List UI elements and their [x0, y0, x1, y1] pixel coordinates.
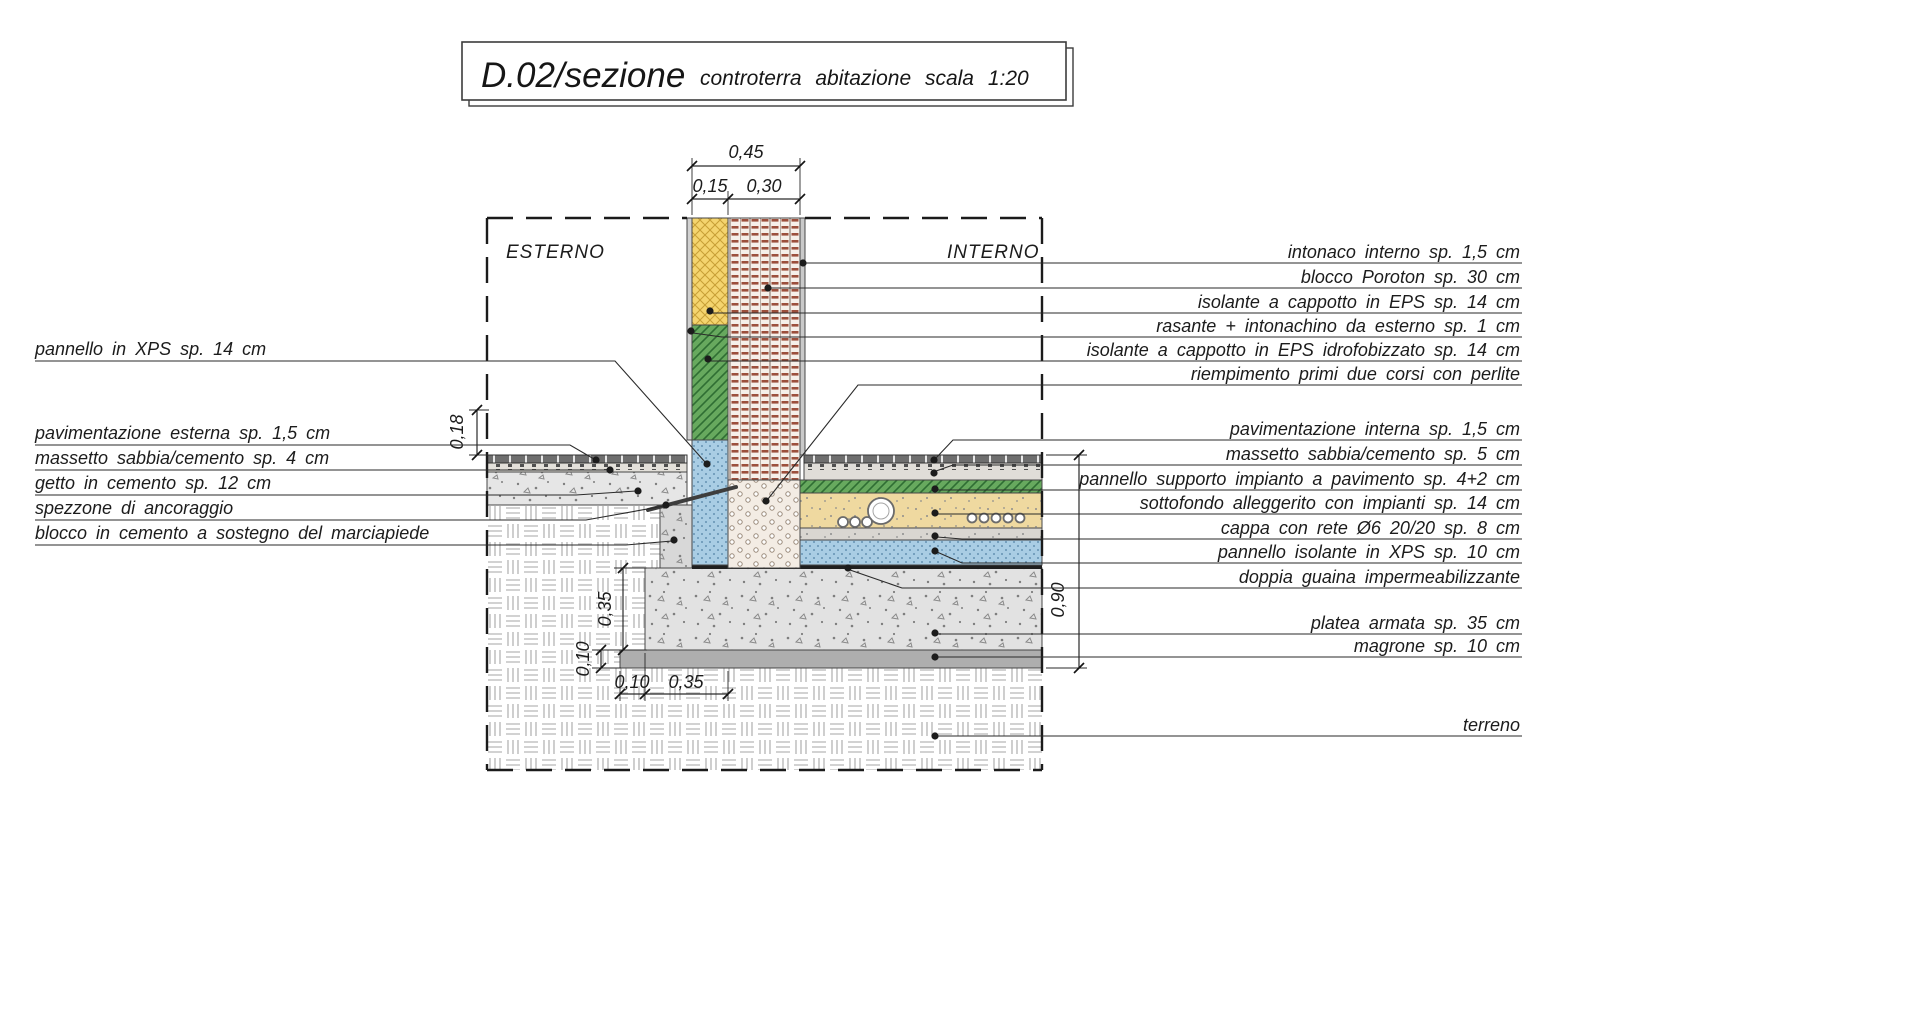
wall-assembly: [646, 217, 806, 569]
callout-isolante-eps: isolante a cappotto in EPS sp. 14 cm: [706, 292, 1522, 315]
drawing-code: D.02/sezione: [481, 56, 685, 95]
callout-getto-cemento: getto in cemento sp. 12 cm: [35, 473, 642, 496]
callout-intonaco-interno: intonaco interno sp. 1,5 cm: [799, 242, 1522, 267]
callout-label: blocco in cemento a sostegno del marciap…: [35, 523, 429, 543]
exterior-floor: [486, 454, 688, 506]
zone-exterior-label: ESTERNO: [506, 242, 605, 263]
exterior-adhesive-dabs: [487, 464, 687, 470]
callout-label: pannello isolante in XPS sp. 10 cm: [1217, 542, 1520, 562]
sidewalk-support-block-stipple: [660, 505, 692, 568]
exterior-paving-layer: [486, 454, 688, 464]
callout-cappa-rete: cappa con rete Ø6 20/20 sp. 8 cm: [931, 518, 1522, 540]
callout-label: magrone sp. 10 cm: [1354, 636, 1520, 656]
dim-poroton-width: 0,30: [746, 176, 781, 196]
callout-label: terreno: [1463, 715, 1520, 735]
callout-label: massetto sabbia/cemento sp. 4 cm: [35, 448, 329, 468]
small-pipe: [849, 516, 861, 528]
callout-isolante-idrofobizzato: isolante a cappotto in EPS idrofobizzato…: [704, 340, 1522, 363]
callout-label: isolante a cappotto in EPS idrofobizzato…: [1087, 340, 1520, 360]
platea-stipple: [645, 568, 1042, 650]
callout-label: sottofondo alleggerito con impianti sp. …: [1140, 493, 1520, 513]
small-pipe: [1002, 512, 1014, 524]
dim-foundation-depth: 0,90: [1048, 582, 1068, 617]
dim-eps-width: 0,15: [692, 176, 728, 196]
callout-massetto-esterno: massetto sabbia/cemento sp. 4 cm: [35, 448, 614, 474]
dim-exterior-step: 0,18: [447, 414, 467, 449]
callout-label: blocco Poroton sp. 30 cm: [1301, 267, 1520, 287]
callout-rasante-intonachino: rasante + intonachino da esterno sp. 1 c…: [687, 316, 1522, 338]
title-box: [461, 41, 1067, 101]
callout-spezzone-ancoraggio: spezzone di ancoraggio: [35, 498, 670, 521]
dimensions: 0,45 0,15 0,30 0,18 0,35 0,10 0,10 0,35 …: [447, 142, 1087, 701]
callout-pannello-supporto: pannello supporto impianto a pavimento s…: [931, 469, 1522, 493]
magrone-layer: [619, 649, 1043, 669]
dim-wall-total-width: 0,45: [728, 142, 764, 162]
small-pipe: [861, 516, 873, 528]
callout-label: rasante + intonachino da esterno sp. 1 c…: [1156, 316, 1520, 336]
callout-label: pannello supporto impianto a pavimento s…: [1078, 469, 1520, 489]
callout-label: pavimentazione interna sp. 1,5 cm: [1229, 419, 1520, 439]
interior-paving-layer: [803, 454, 1043, 464]
eps-hydrophobic-layer: [691, 324, 729, 441]
callout-pavimentazione-interna: pavimentazione interna sp. 1,5 cm: [930, 419, 1522, 464]
poroton-block-wall: [727, 217, 801, 481]
callout-terreno: terreno: [931, 715, 1522, 740]
dim-magrone-thickness: 0,10: [573, 641, 593, 676]
waterproof-membrane: [692, 565, 1042, 569]
callout-label: cappa con rete Ø6 20/20 sp. 8 cm: [1221, 518, 1520, 538]
callout-label: getto in cemento sp. 12 cm: [35, 473, 271, 493]
interior-adhesive-dabs: [804, 464, 1042, 470]
callout-magrone: magrone sp. 10 cm: [931, 636, 1522, 661]
small-pipe: [978, 512, 990, 524]
foundation: [619, 504, 1043, 669]
callout-blocco-cemento: blocco in cemento a sostegno del marciap…: [35, 523, 678, 546]
section-boundary: [485, 216, 1044, 772]
callout-label: isolante a cappotto in EPS sp. 14 cm: [1198, 292, 1520, 312]
cappa-speckle: [800, 528, 1042, 540]
callout-sottofondo-alleggerito: sottofondo alleggerito con impianti sp. …: [931, 493, 1522, 517]
dim-magrone-ledge: 0,10: [614, 672, 649, 692]
small-pipe: [990, 512, 1002, 524]
callout-label: pannello in XPS sp. 14 cm: [34, 339, 266, 359]
callout-doppia-guaina: doppia guaina impermeabilizzante: [844, 564, 1522, 589]
callout-label: massetto sabbia/cemento sp. 5 cm: [1226, 444, 1520, 464]
perlite-filled-courses: [727, 479, 801, 569]
dim-platea-ledge: 0,35: [668, 672, 704, 692]
underfloor-heating-panel: [799, 479, 1043, 494]
callout-pavimentazione-esterna: pavimentazione esterna sp. 1,5 cm: [34, 423, 600, 464]
zone-interior-label: INTERNO: [947, 242, 1040, 263]
small-pipe: [966, 512, 978, 524]
callout-label: riempimento primi due corsi con perlite: [1191, 364, 1520, 384]
callout-riempimento-perlite: riempimento primi due corsi con perlite: [762, 364, 1522, 505]
small-pipe: [1014, 512, 1026, 524]
large-pipe-inner: [872, 502, 890, 520]
xps-perimeter-panel: [691, 439, 729, 566]
callout-blocco-poroton: blocco Poroton sp. 30 cm: [764, 267, 1522, 292]
dim-platea-thickness: 0,35: [595, 591, 615, 627]
callout-label: intonaco interno sp. 1,5 cm: [1288, 242, 1520, 262]
title-block: D.02/sezione controterra abitazione scal…: [461, 41, 1074, 107]
callout-pannello-isolante-xps: pannello isolante in XPS sp. 10 cm: [931, 542, 1522, 564]
callout-platea-armata: platea armata sp. 35 cm: [931, 613, 1522, 637]
callout-massetto-interno: massetto sabbia/cemento sp. 5 cm: [930, 444, 1522, 477]
callout-label: pavimentazione esterna sp. 1,5 cm: [34, 423, 330, 443]
floor-pipes: [837, 497, 1026, 528]
callout-pannello-xps: pannello in XPS sp. 14 cm: [34, 339, 711, 468]
dimension-ticks: [471, 160, 1085, 700]
callout-label: spezzone di ancoraggio: [35, 498, 233, 518]
floor-xps-panel: [799, 539, 1043, 566]
small-pipe: [837, 516, 849, 528]
drawing-subtitle: controterra abitazione scala 1:20: [700, 67, 1029, 90]
eps-insulation-layer: [691, 217, 729, 326]
callout-label: platea armata sp. 35 cm: [1310, 613, 1520, 633]
getto-cemento-stipple: [487, 472, 687, 505]
callout-label: doppia guaina impermeabilizzante: [1239, 567, 1520, 587]
